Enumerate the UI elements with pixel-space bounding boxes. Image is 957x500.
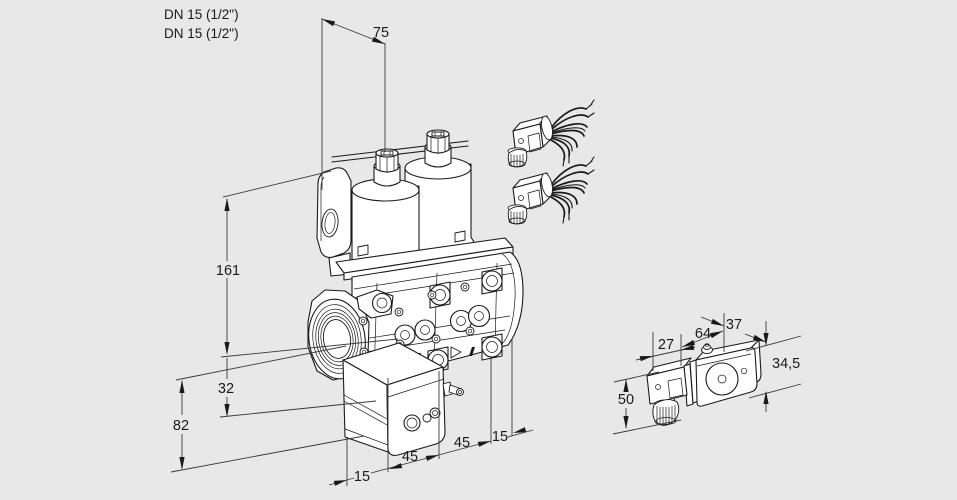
cable-plug-upper <box>507 99 595 168</box>
main-valve-view <box>307 129 524 456</box>
port-label-top: DN 15 (1/2") <box>164 7 239 22</box>
labels: DN 15 (1/2") DN 15 (1/2") 75 161 32 82 1… <box>164 7 800 485</box>
dimension-lines-main <box>170 16 534 486</box>
dim-161: 161 <box>216 263 240 279</box>
dim-64: 64 <box>695 326 711 342</box>
dim-27: 27 <box>658 337 674 353</box>
mounting-bracket <box>316 167 352 277</box>
dim-50: 50 <box>618 392 634 408</box>
dim-82: 82 <box>173 418 189 434</box>
dim-34-5: 34,5 <box>772 356 800 372</box>
pressure-switch-view <box>646 339 762 426</box>
dim-75: 75 <box>373 25 389 41</box>
port-label-bottom: DN 15 (1/2") <box>164 26 239 41</box>
lower-actuator-box <box>342 342 464 456</box>
dim-bottom-15-right: 15 <box>492 429 508 445</box>
dimension-lines-side <box>612 313 802 435</box>
dim-37: 37 <box>726 317 742 333</box>
dim-32: 32 <box>218 381 234 397</box>
dim-bottom-45-right: 45 <box>454 435 470 451</box>
dim-bottom-15-left: 15 <box>354 469 370 485</box>
dim-bottom-45-left: 45 <box>402 449 418 465</box>
